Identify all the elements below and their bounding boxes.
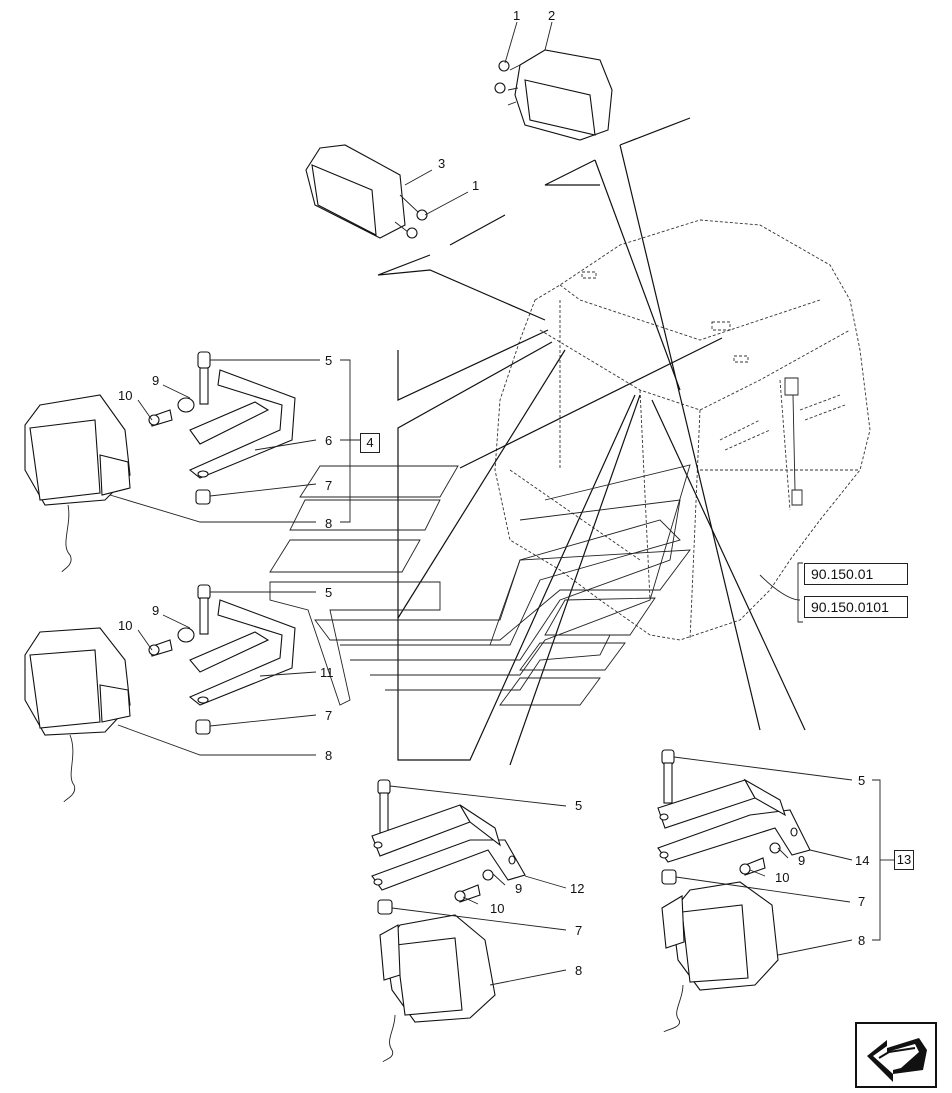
- callout-2: 2: [548, 8, 555, 23]
- callout-g3-7: 7: [575, 923, 582, 938]
- callout-g4-9: 9: [798, 853, 805, 868]
- ref-box-13: 13: [894, 850, 914, 870]
- bracket-assembly-12: [371, 779, 526, 915]
- callout-g2-9: 9: [152, 603, 159, 618]
- bracket-assembly-6: [148, 351, 296, 505]
- ref-box-4: 4: [360, 433, 380, 453]
- bracket-assembly-11: [148, 584, 296, 735]
- callout-g3-5: 5: [575, 798, 582, 813]
- callout-g4-7: 7: [858, 894, 865, 909]
- work-lamp-8d: [661, 881, 779, 1033]
- callout-leaders: [109, 21, 895, 986]
- callout-numbers: 1 2 3 1 5 9 10 6 7 8 5 9 10 11 7 8 5 12 …: [118, 8, 869, 978]
- cab-ref-90-150-01[interactable]: 90.150.01: [804, 563, 908, 585]
- cab-roof: [494, 219, 871, 641]
- callout-g1-9: 9: [152, 373, 159, 388]
- work-lamp-3: [305, 144, 428, 239]
- callout-g2-11: 11: [320, 665, 334, 680]
- callout-g1-10: 10: [118, 388, 132, 403]
- work-lamp-2: [494, 49, 613, 141]
- callout-g1-7: 7: [325, 478, 332, 493]
- callout-g3-8: 8: [575, 963, 582, 978]
- callout-g1-5: 5: [325, 353, 332, 368]
- callout-g3-12: 12: [570, 881, 584, 896]
- leader-lines: [377, 117, 806, 766]
- work-lamp-8c: [379, 914, 496, 1063]
- callout-g2-10: 10: [118, 618, 132, 633]
- callout-g2-5: 5: [325, 585, 332, 600]
- callout-1a: 1: [513, 8, 520, 23]
- nav-back-button[interactable]: [855, 1022, 937, 1088]
- plate-outlines: [269, 464, 691, 706]
- callout-g2-8: 8: [325, 748, 332, 763]
- callout-g3-10: 10: [490, 901, 504, 916]
- callout-g1-6: 6: [325, 433, 332, 448]
- callout-g1-8: 8: [325, 516, 332, 531]
- arrow-back-icon: [867, 1038, 927, 1082]
- callout-g4-8: 8: [858, 933, 865, 948]
- work-lamp-8a: [24, 394, 131, 573]
- callout-g4-14: 14: [855, 853, 869, 868]
- callout-g4-5: 5: [858, 773, 865, 788]
- bracket-assembly-14: [657, 749, 811, 885]
- callout-g3-9: 9: [515, 881, 522, 896]
- callout-g2-7: 7: [325, 708, 332, 723]
- callout-3: 3: [438, 156, 445, 171]
- callout-g4-10: 10: [775, 870, 789, 885]
- cab-ref-90-150-0101[interactable]: 90.150.0101: [804, 596, 908, 618]
- work-lamp-8b: [24, 627, 131, 803]
- callout-1b: 1: [472, 178, 479, 193]
